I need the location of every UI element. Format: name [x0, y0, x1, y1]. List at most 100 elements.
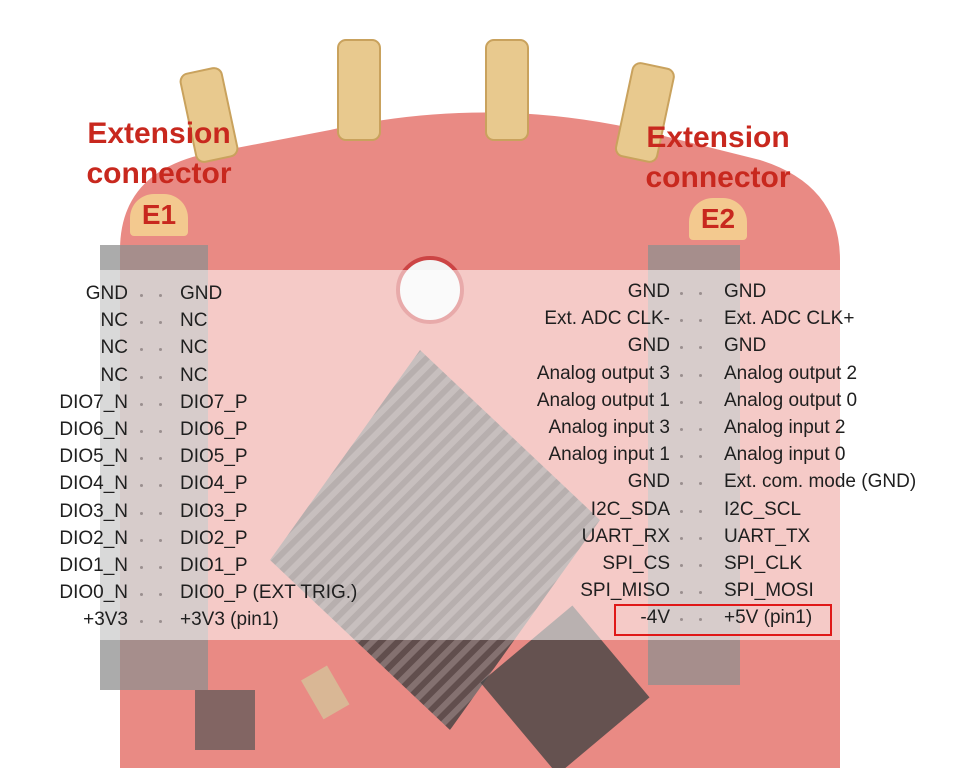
- pin-label: NC: [100, 310, 128, 332]
- pin-dot-row: [680, 455, 702, 459]
- pin-label: GND: [180, 283, 223, 304]
- pin-dot: [699, 509, 702, 513]
- pin-dot-row: [140, 375, 162, 379]
- pin-label: NC: [100, 337, 128, 359]
- e1-heading-line1: Extension: [87, 117, 231, 150]
- pin-label: GND: [85, 283, 128, 304]
- fpga-chip: [480, 605, 650, 768]
- pin-label: DIO1_N: [59, 554, 128, 576]
- pin-dot: [699, 455, 702, 459]
- pin-dot: [159, 375, 162, 379]
- pin-label: DIO7_P: [180, 391, 248, 413]
- pin-label: DIO4_P: [180, 473, 248, 495]
- pin-label: +5V (pin1): [724, 607, 813, 629]
- pin-label: DIO0_P (EXT TRIG.): [180, 582, 358, 604]
- pin-dot: [159, 294, 162, 297]
- e2-heading-line1: Extension: [646, 121, 790, 154]
- pin-label: DIO5_P: [180, 446, 248, 468]
- pin-dot: [699, 564, 702, 567]
- pin-label: Analog output 2: [724, 362, 858, 384]
- pin-dot: [140, 566, 143, 569]
- pin-dot: [699, 591, 702, 595]
- e2-label: E2: [689, 198, 747, 240]
- pin-dot: [140, 402, 143, 406]
- pin-label: DIO1_P: [180, 554, 248, 576]
- pin-label: Analog output 0: [724, 389, 858, 411]
- pin-label: SPI_CLK: [724, 552, 803, 574]
- pin-label: NC: [100, 364, 128, 386]
- e1-label: E1: [130, 194, 188, 236]
- pin-dot: [140, 538, 143, 542]
- pin-label: GND: [724, 335, 767, 357]
- pin-dot: [159, 538, 162, 542]
- pin-label: DIO3_N: [59, 500, 128, 522]
- pin-label: NC: [180, 337, 208, 359]
- pin-label: +3V3 (pin1): [180, 609, 279, 631]
- pin-dot: [680, 591, 683, 595]
- pin-dot-row: [680, 373, 702, 377]
- pin-dot: [140, 321, 143, 325]
- pin-dot-row: [680, 428, 702, 431]
- pin-label: Analog input 3: [548, 416, 671, 438]
- pin-dot: [699, 428, 702, 431]
- pin-dot: [680, 536, 683, 540]
- pin-label: I2C_SDA: [590, 498, 670, 520]
- pin-dot-row: [680, 319, 702, 323]
- pin-dot: [140, 620, 143, 624]
- pin-dot: [680, 618, 683, 622]
- pin-dot-row: [680, 292, 702, 295]
- pin-dot: [159, 566, 162, 569]
- pin-label: Ext. ADC CLK+: [724, 308, 855, 330]
- pin-dot: [159, 348, 162, 352]
- pin-dot-row: [680, 564, 702, 567]
- e1-heading-line2: connector: [86, 157, 232, 190]
- pin-dot: [140, 375, 143, 379]
- pin-label: UART_TX: [724, 525, 811, 547]
- pin-label: NC: [180, 364, 208, 386]
- pin-label: Analog input 1: [548, 444, 671, 466]
- pin-label: DIO7_N: [59, 391, 128, 413]
- e2-right-pin-list: GND Ext. ADC CLK+ GND Analog output 2 An…: [724, 278, 969, 631]
- pin-dot: [699, 536, 702, 540]
- pin-label: GND: [724, 281, 767, 302]
- pin-dot: [680, 373, 683, 377]
- pin-label: Ext. ADC CLK-: [544, 308, 670, 330]
- pin-dot-row: [680, 618, 702, 622]
- pin-label: DIO5_N: [59, 446, 128, 468]
- pin-dot: [680, 564, 683, 567]
- pin-label: DIO4_N: [59, 473, 128, 495]
- e2-heading: Extension connector E2: [623, 118, 813, 240]
- pin-dot: [699, 292, 702, 295]
- pin-dot: [140, 511, 143, 515]
- pin-label: DIO6_N: [59, 418, 128, 440]
- e1-heading: Extension connector E1: [64, 114, 254, 236]
- pin-label: DIO3_P: [180, 500, 248, 522]
- pin-dot-row: [140, 294, 162, 297]
- pin-dot-row: [140, 430, 162, 433]
- pin-label: UART_RX: [581, 525, 670, 547]
- pin-dot-row: [680, 591, 702, 595]
- pin-label: DIO2_P: [180, 527, 248, 549]
- pin-dot: [680, 428, 683, 431]
- pin-dot-row: [680, 536, 702, 540]
- pin-dot: [140, 348, 143, 352]
- e2-left-pin-list: GND Ext. ADC CLK- GND Analog output 3 An…: [440, 278, 670, 631]
- pin-dot: [159, 402, 162, 406]
- pin-label: Analog input 2: [724, 416, 846, 438]
- pin-label: I2C_SCL: [724, 498, 802, 520]
- pin-dot-row: [140, 484, 162, 488]
- pin-dot: [159, 457, 162, 461]
- e1-left-pin-list: GND NC NC NC DIO7_N DIO6_N DIO5_N DIO4_N…: [0, 280, 128, 633]
- e2-heading-line2: connector: [645, 161, 791, 194]
- pin-dot: [159, 511, 162, 515]
- pin-dot-row: [140, 402, 162, 406]
- pin-label: SPI_MOSI: [724, 580, 814, 602]
- pin-dot: [140, 457, 143, 461]
- pin-dot: [680, 482, 683, 486]
- pin-dot: [699, 482, 702, 486]
- pin-dot: [159, 593, 162, 597]
- pin-dot: [680, 346, 683, 350]
- pin-dot-row: [140, 620, 162, 624]
- pin-dot: [699, 346, 702, 350]
- pin-dot: [680, 292, 683, 295]
